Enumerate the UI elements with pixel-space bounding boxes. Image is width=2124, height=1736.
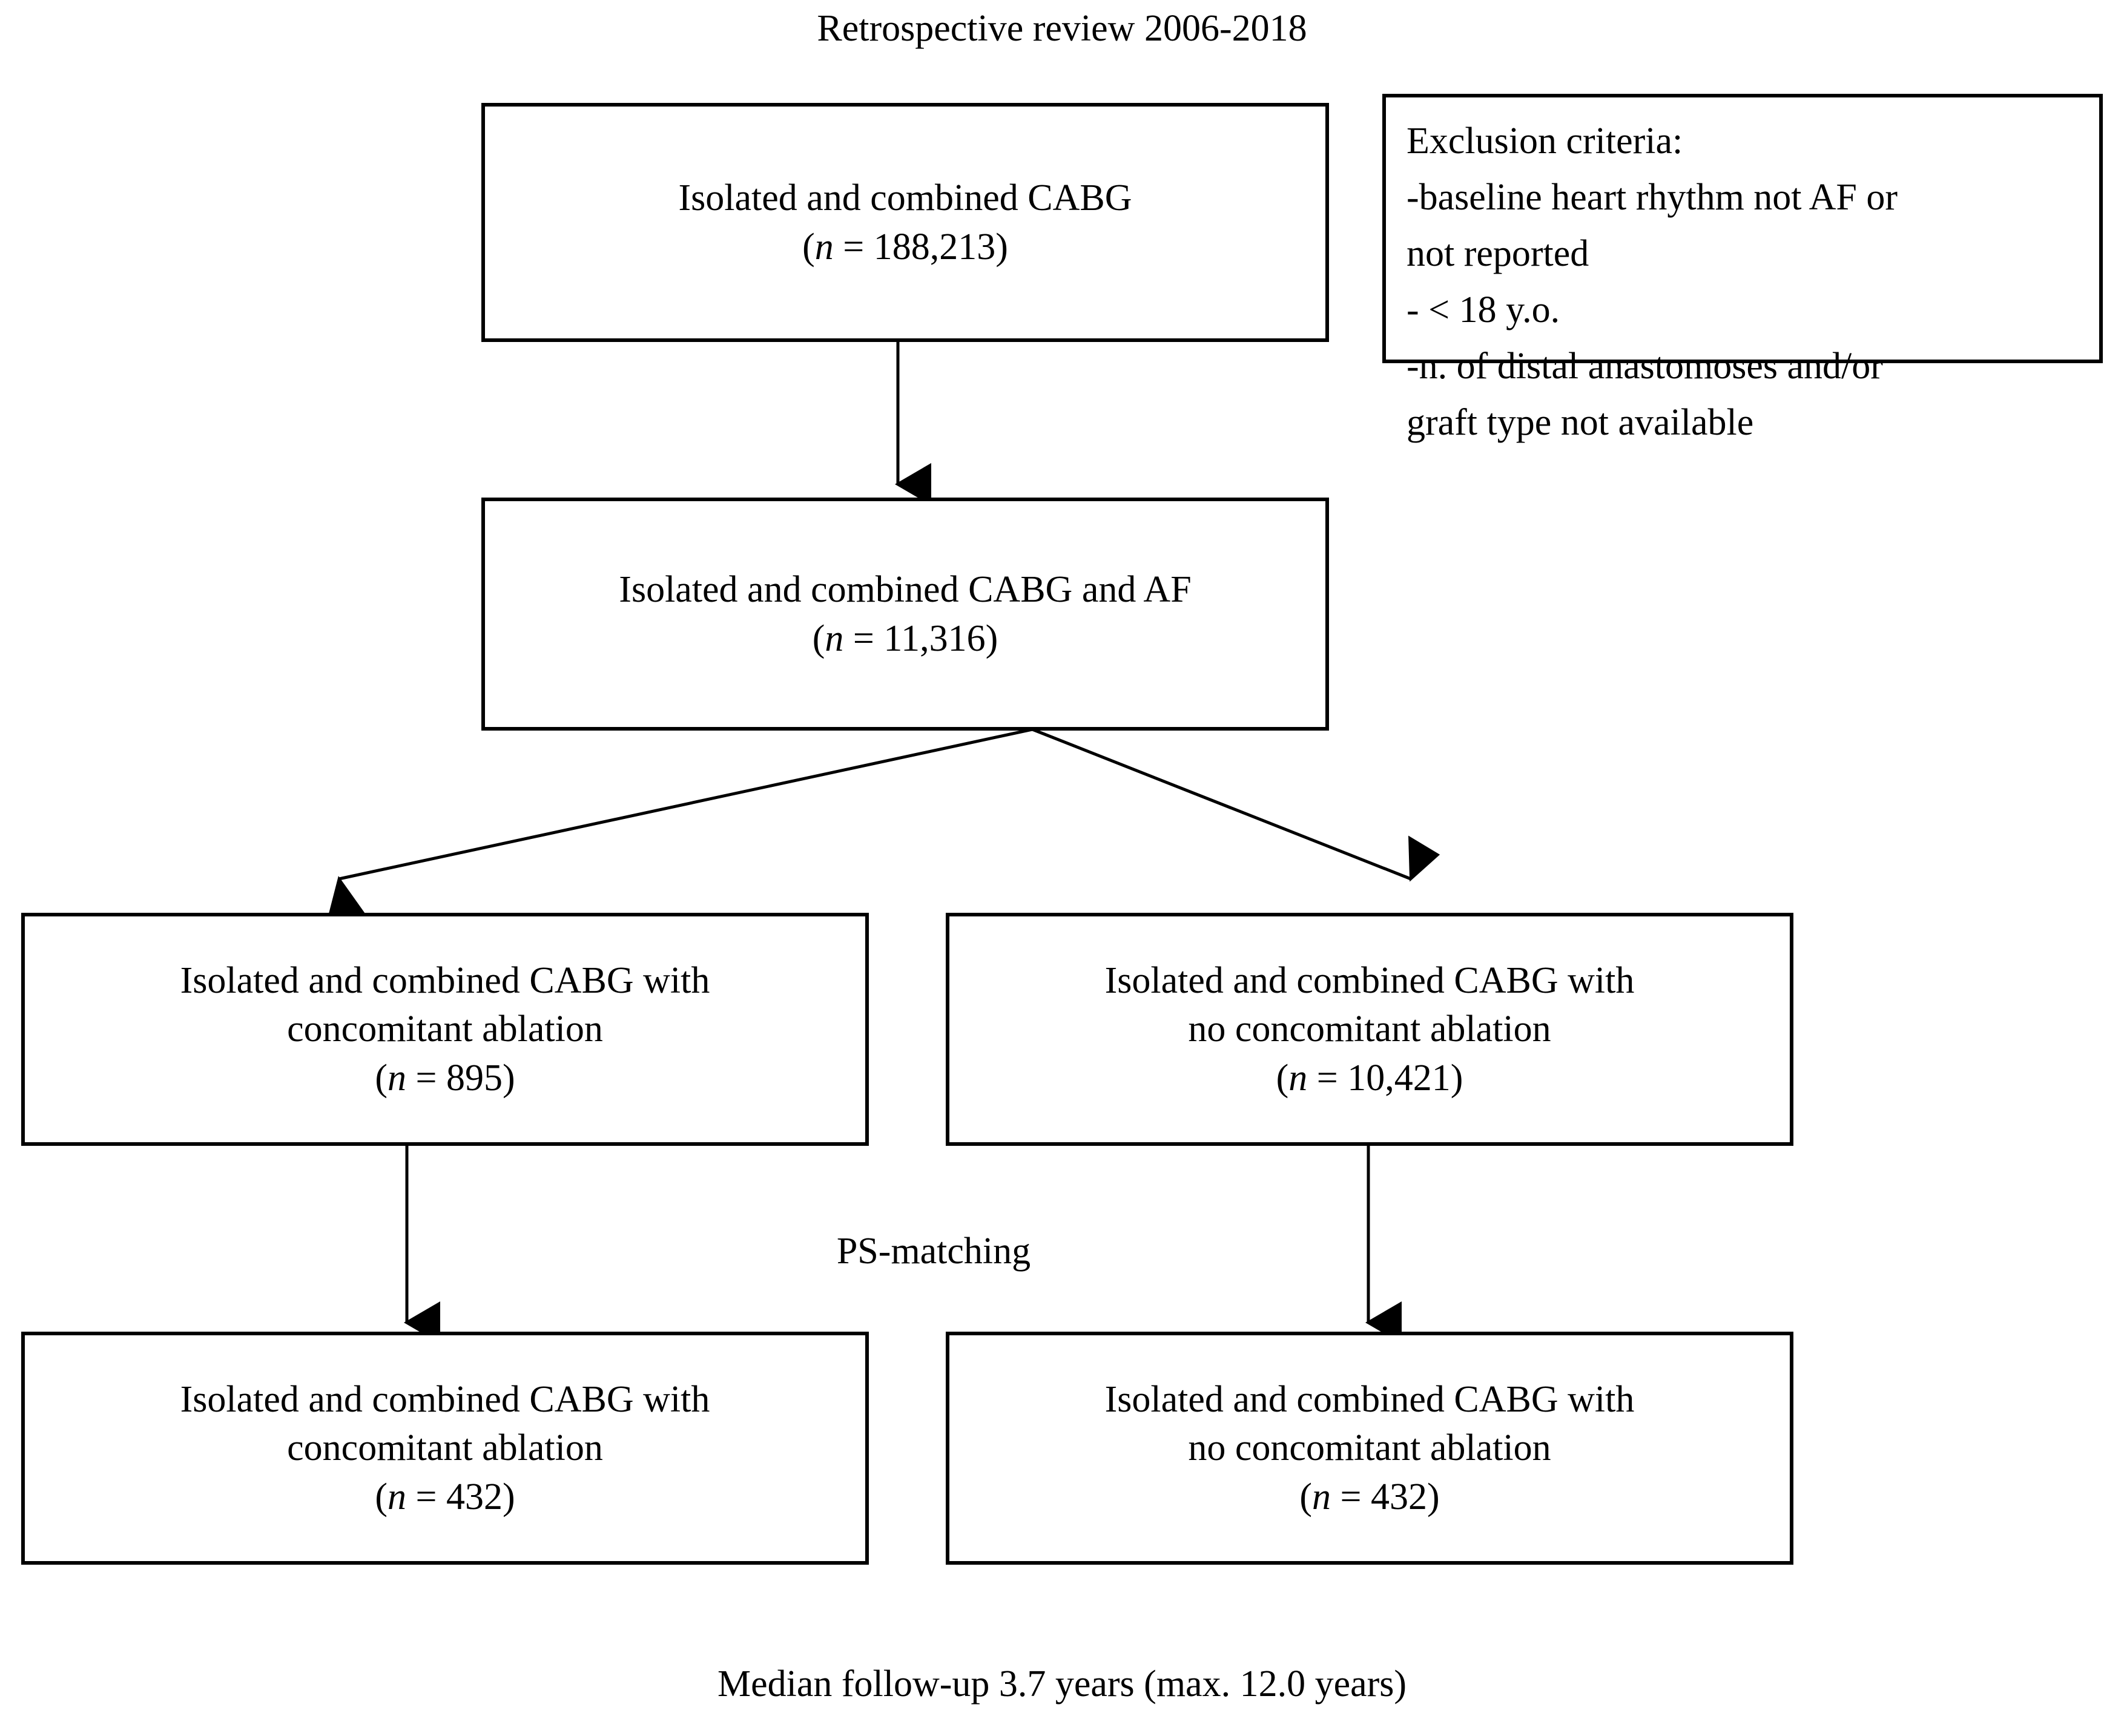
footer-note: Median follow-up 3.7 years (max. 12.0 ye… [717,1663,1407,1705]
ps-matching-label: PS-matching [836,1231,1031,1272]
equals-sign: = [1331,1476,1371,1517]
node-cohort-all-count: (n = 188,213) [802,223,1008,272]
node-exclusion-criteria[interactable]: Exclusion criteria: -baseline heart rhyt… [1382,94,2103,443]
node-ablation-matched-line1: Isolated and combined CABG with [180,1378,710,1420]
n-value: 188,213 [873,226,996,268]
node-no-ablation-pre-line2: no concomitant ablation [1188,1008,1551,1050]
node-ablation-pre-line1: Isolated and combined CABG with [180,959,710,1001]
node-ablation-matched[interactable]: Isolated and combined CABG with concomit… [21,1332,869,1565]
node-no-ablation-matched[interactable]: Isolated and combined CABG with no conco… [946,1332,1793,1565]
arrow-cohort-af-to-ablation [328,728,1033,916]
exclusion-line-1: -baseline heart rhythm not AF or [1407,177,1898,218]
node-no-ablation-pre-line1: Isolated and combined CABG with [1104,959,1635,1001]
node-ablation-pre-count: (n = 895) [375,1054,515,1103]
n-value: 895 [446,1057,503,1099]
paren-close: ) [502,1476,515,1517]
node-cohort-all-line1: Isolated and combined CABG [678,177,1132,219]
n-value: 432 [1370,1476,1427,1517]
exclusion-line-3: - < 18 y.o. [1407,289,1560,330]
paren-close: ) [1450,1057,1463,1099]
n-symbol: n [388,1057,407,1099]
n-symbol: n [825,617,844,659]
paren-open: ( [375,1476,388,1517]
exclusion-line-5: graft type not available [1407,402,1754,443]
node-no-ablation-pre-match[interactable]: Isolated and combined CABG with no conco… [946,913,1793,1146]
node-no-ablation-matched-count: (n = 432) [1299,1473,1439,1522]
node-no-ablation-matched-line2: no concomitant ablation [1188,1427,1551,1469]
exclusion-heading: Exclusion criteria: [1407,120,1683,162]
node-cohort-af-count: (n = 11,316) [813,614,998,663]
node-ablation-pre-line2: concomitant ablation [287,1008,603,1050]
n-value: 432 [446,1476,503,1517]
paren-close: ) [985,617,998,659]
paren-open: ( [802,226,815,268]
node-cohort-all[interactable]: Isolated and combined CABG (n = 188,213) [481,103,1329,342]
arrow-cohort-af-to-no-ablation [1032,728,1440,882]
n-symbol: n [1312,1476,1331,1517]
node-no-ablation-pre-count: (n = 10,421) [1276,1054,1463,1103]
paren-open: ( [375,1057,388,1099]
n-symbol: n [814,226,834,268]
n-value: 11,316 [883,617,986,659]
paren-close: ) [1426,1476,1440,1517]
page-title: Retrospective review 2006-2018 [817,8,1307,49]
paren-open: ( [812,617,825,659]
equals-sign: = [843,617,884,659]
paren-close: ) [502,1057,515,1099]
equals-sign: = [1307,1057,1348,1099]
node-ablation-matched-count: (n = 432) [375,1473,515,1522]
n-symbol: n [388,1476,407,1517]
n-value: 10,421 [1347,1057,1451,1099]
node-ablation-pre-match[interactable]: Isolated and combined CABG with concomit… [21,913,869,1146]
paren-open: ( [1276,1057,1289,1099]
n-symbol: n [1288,1057,1308,1099]
node-cohort-af-line1: Isolated and combined CABG and AF [619,568,1192,610]
equals-sign: = [406,1057,446,1099]
node-cohort-af[interactable]: Isolated and combined CABG and AF (n = 1… [481,498,1329,731]
equals-sign: = [406,1476,446,1517]
equals-sign: = [833,226,874,268]
node-no-ablation-matched-line1: Isolated and combined CABG with [1104,1378,1635,1420]
node-ablation-matched-line2: concomitant ablation [287,1427,603,1469]
exclusion-line-4: -n. of distal anastomoses and/or [1407,346,1883,387]
paren-close: ) [995,226,1008,268]
exclusion-line-2: not reported [1407,233,1589,274]
paren-open: ( [1299,1476,1313,1517]
